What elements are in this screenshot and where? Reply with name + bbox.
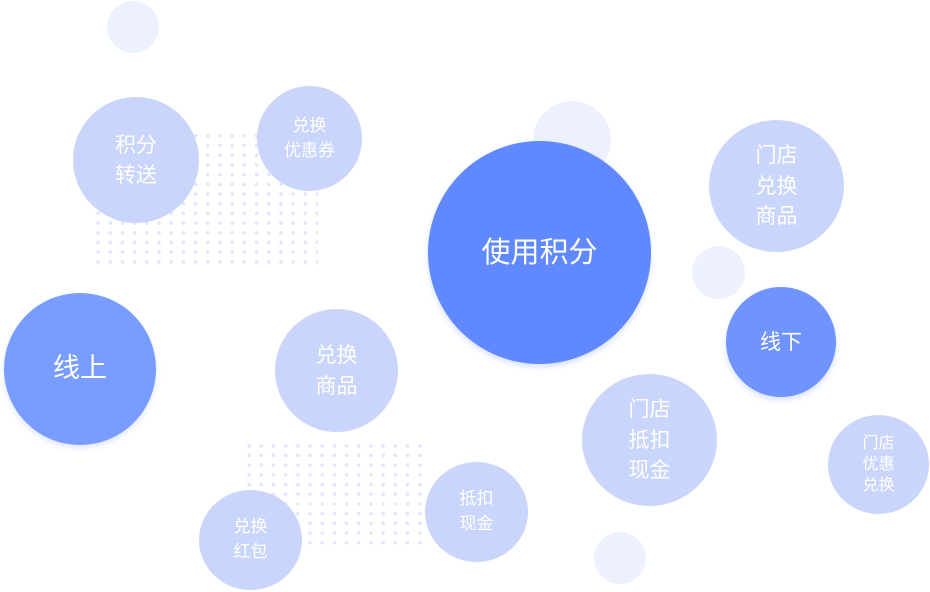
offline-label: 线下 (760, 329, 802, 354)
label: 门店 (862, 433, 895, 453)
label: 优惠 (862, 454, 895, 474)
bubble-store-discount-redeem[interactable]: 门店 优惠 兑换 (828, 415, 929, 514)
category-bubble-offline[interactable]: 线下 (726, 287, 836, 397)
bubble-store-redeem-goods[interactable]: 门店 兑换 商品 (709, 120, 844, 252)
online-label: 线上 (53, 353, 107, 385)
bubble-points-transfer[interactable]: 积分 转送 (73, 97, 199, 223)
decor-bubble (594, 532, 646, 584)
label: 兑换 (862, 474, 895, 494)
label: 现金 (628, 458, 671, 483)
label: 红包 (233, 542, 268, 562)
center-bubble-use-points[interactable]: 使用积分 (428, 141, 651, 364)
label: 商品 (755, 204, 798, 229)
label: 兑换 (233, 517, 268, 538)
label: 转送 (115, 163, 157, 187)
bubble-redeem-red-packet[interactable]: 兑换 红包 (199, 490, 302, 590)
bubble-redeem-goods[interactable]: 兑换 商品 (275, 309, 398, 432)
label: 优惠券 (284, 140, 335, 161)
bubble-store-deduct-cash[interactable]: 门店 抵扣 现金 (582, 374, 717, 506)
label: 积分 (115, 132, 157, 157)
label: 现金 (459, 514, 494, 534)
label: 兑换 (292, 115, 327, 136)
decor-bubble (692, 246, 745, 299)
label: 兑换 (315, 343, 358, 368)
label: 抵扣 (459, 489, 494, 510)
label: 抵扣 (628, 427, 671, 452)
label: 兑换 (755, 173, 798, 198)
label: 商品 (315, 373, 358, 398)
bubble-deduct-cash[interactable]: 抵扣 现金 (425, 462, 528, 562)
label: 门店 (755, 143, 798, 168)
decor-bubble (107, 1, 159, 53)
bubble-redeem-coupon[interactable]: 兑换 优惠券 (257, 86, 362, 191)
center-label: 使用积分 (481, 235, 598, 270)
category-bubble-online[interactable]: 线上 (4, 293, 156, 445)
label: 门店 (628, 397, 671, 422)
